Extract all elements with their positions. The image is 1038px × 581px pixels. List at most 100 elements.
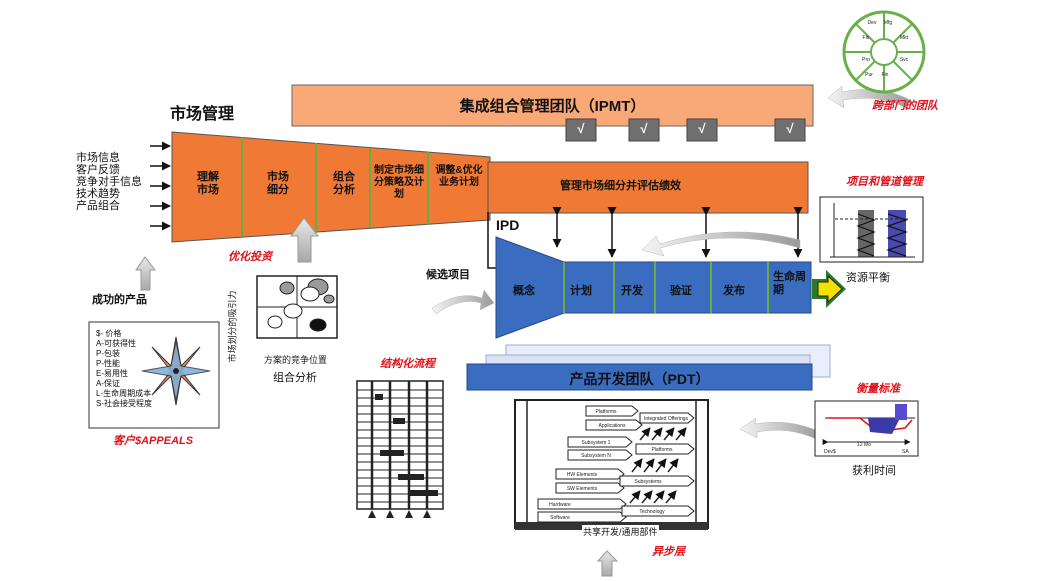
ipd-phase-3: 开发 [621, 285, 643, 297]
appeals-item-1: $- 价格 [96, 329, 122, 338]
metrics-label-span: 12 Mo [857, 442, 871, 448]
appeals-item-6: A-保证 [96, 379, 120, 388]
manage-segment-bar [487, 161, 809, 214]
async-label-6: Platforms [651, 447, 673, 453]
async-label-3: Integrated Offerings [644, 416, 689, 422]
optimize-up-arrow [290, 217, 320, 263]
resource-chart [819, 196, 924, 263]
ipmt-title: 集成组合管理团队（IPMT） [459, 98, 646, 115]
resource-balance-label: 资源平衡 [846, 272, 890, 284]
appeals-list: $- 价格 A-可获得性 P-包装 P-性能 E-易用性 A-保证 L-生命周期… [96, 329, 176, 409]
market-input-3: 竞争对手信息 [76, 176, 142, 188]
ipmt-bar [291, 84, 814, 127]
appeals-item-5: E-易用性 [96, 369, 128, 378]
metrics-labels: Dev$ SA 12 Mo [824, 442, 909, 455]
profit-time-label: 获利时间 [852, 465, 896, 477]
market-input-list: 市场信息 客户反馈 竞争对手信息 技术趋势 产品组合 [76, 152, 156, 212]
appeals-item-3: P-包装 [96, 349, 120, 358]
appeals-caption: 客户$APPEALS [113, 435, 194, 447]
wheel-label-2: Mfg [884, 20, 893, 26]
candidate-curve-arrow [431, 289, 495, 315]
check-mark-2: √ [640, 121, 648, 136]
async-label-12: Software [550, 515, 570, 521]
ipd-phase-4: 验证 [670, 285, 692, 297]
check-box-2 [628, 118, 660, 142]
pipeline-feedback-arrow [641, 231, 801, 257]
success-product-label: 成功的产品 [92, 294, 147, 306]
async-label-11: Technology [639, 509, 665, 515]
ipd-title: IPD [496, 217, 520, 233]
check-box-1 [565, 118, 597, 142]
async-label-9: Subsystems [634, 479, 662, 485]
position-axis-label: 方案的竞争位置 [264, 355, 328, 365]
ipd-phase-6: 生命周期 [773, 271, 806, 296]
market-input-5: 产品组合 [76, 200, 120, 212]
ipd-phase-1: 概念 [513, 285, 535, 297]
appeals-item-7: L-生命周期成本 [96, 389, 152, 398]
market-stage-4: 制定市场细分策略及计划 [374, 165, 424, 200]
market-stage-2: 市场细分 [267, 171, 289, 196]
async-label-5: Subsystem N [581, 453, 611, 459]
market-funnel [171, 131, 491, 243]
pdt-bar [466, 363, 813, 391]
output-arrow [812, 270, 846, 308]
portfolio-matrix [256, 275, 338, 339]
manage-segment-label: 管理市场细分并评估绩效 [560, 180, 681, 192]
pdt-title: 产品开发团队（PDT） [569, 371, 710, 387]
check-mark-1: √ [577, 121, 585, 136]
market-stage-5: 调整&优化业务计划 [435, 165, 483, 188]
market-input-4: 技术趋势 [76, 188, 120, 200]
market-title: 市场管理 [170, 106, 235, 123]
team-wheel [842, 10, 926, 94]
candidate-label: 候选项目 [426, 269, 470, 281]
market-funnel-dividers [241, 137, 429, 236]
check-box-3 [686, 118, 718, 142]
async-label-8: SW Elements [567, 486, 598, 492]
async-label-10: Hardware [549, 502, 571, 508]
check-mark-3: √ [698, 121, 706, 136]
success-up-arrow [135, 256, 157, 291]
appeals-item-4: P-性能 [96, 359, 120, 368]
market-stage-1: 理解市场 [197, 171, 219, 196]
wheel-label-4: Svc [900, 57, 909, 63]
async-label-1: Platforms [595, 409, 617, 415]
check-mark-4: √ [786, 121, 794, 136]
metrics-label-dev: Dev$ [824, 449, 836, 455]
metrics-chart [814, 400, 919, 457]
market-input-arrows [150, 141, 171, 231]
appeals-star [141, 336, 211, 406]
portfolio-analysis-label: 组合分析 [273, 372, 317, 384]
structured-process-chart [356, 380, 444, 518]
market-input-2: 客户反馈 [76, 164, 120, 176]
optimize-label: 优化投资 [228, 251, 272, 263]
ipmt-check-boxes [565, 118, 806, 142]
wheel-label-7: Pur [865, 72, 873, 78]
metrics-label: 衡量标准 [856, 383, 900, 395]
async-label-7: HW Elements [567, 472, 598, 478]
async-layer-label: 异步层 [652, 546, 685, 558]
appeals-box [88, 321, 220, 429]
attract-axis-label: 市场划分的吸引力 [227, 290, 238, 363]
wheel-label-6: Pro [862, 57, 870, 63]
async-label-4: Subsystem 1 [582, 440, 611, 446]
metrics-curve-arrow [739, 417, 821, 441]
market-stage-3: 组合分析 [333, 171, 355, 196]
wheel-label-5: Fin [863, 35, 870, 41]
ipd-phase-2: 计划 [570, 285, 592, 297]
ipd-phase-5: 发布 [723, 285, 745, 297]
wheel-label-8: Fin [882, 72, 889, 78]
metrics-label-sa: SA [902, 449, 909, 455]
structured-process-label: 结构化流程 [380, 358, 435, 370]
async-label-2: Applications [599, 423, 626, 429]
check-box-4 [774, 118, 806, 142]
project-pipeline-label: 项目和管道管理 [846, 176, 923, 188]
ipd-phase-dividers [563, 262, 769, 313]
market-input-1: 市场信息 [76, 152, 120, 164]
wheel-label-3: Mkt [900, 35, 909, 41]
shared-building-blocks-label: 共享开发/通用部件 [582, 525, 659, 538]
cross-team-label: 跨部门的团队 [872, 100, 938, 112]
wheel-label-1: Dev [868, 20, 877, 26]
